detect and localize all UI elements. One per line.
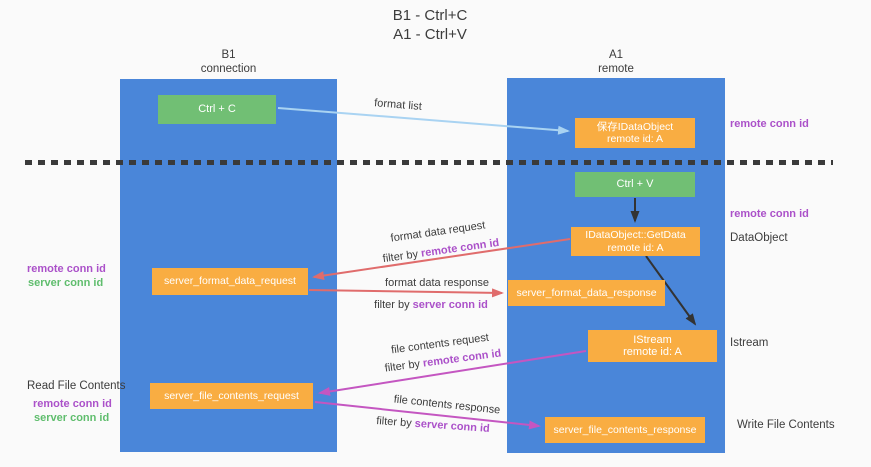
file-contents-response-filter-label: filter by server conn id	[375, 415, 491, 435]
save-idataobject-line2: remote id: A	[606, 133, 664, 145]
server-conn-id-key: server conn id	[414, 417, 491, 435]
istream-line1: IStream	[633, 333, 672, 346]
remote-conn-id-label-bottom-left: remote conn id	[33, 398, 112, 410]
read-file-contents-label: Read File Contents	[27, 380, 126, 392]
format-list-label: format list	[373, 97, 423, 113]
title-line-1: B1 - Ctrl+C	[392, 7, 468, 24]
server-conn-id-label-bottom-left: server conn id	[34, 412, 110, 424]
istream-line2: remote id: A	[623, 346, 682, 358]
format-data-response-label: format data response	[385, 277, 489, 289]
save-idataobject-box: 保存IDataObject remote id: A	[575, 118, 695, 148]
server-format-data-response-label: server_format_data_response	[516, 286, 657, 299]
lane-a1-subtitle: remote	[598, 63, 634, 75]
server-file-contents-request-box: server_file_contents_request	[150, 383, 313, 409]
format-data-response-arrow	[308, 288, 504, 298]
separator-dashed-line	[25, 160, 833, 165]
format-data-response-filter-label: filter by server conn id	[374, 299, 488, 311]
remote-conn-id-label-top-left: remote conn id	[27, 263, 106, 275]
ctrl-c-label: Ctrl + C	[198, 103, 236, 116]
idataobject-getdata-box: IDataObject::GetData remote id: A	[571, 227, 700, 256]
server-format-data-request-box: server_format_data_request	[152, 268, 308, 295]
lane-a1-title: A1	[608, 49, 624, 61]
server-format-data-request-label: server_format_data_request	[164, 275, 296, 288]
dataobject-label: DataObject	[730, 232, 788, 244]
ctrl-c-box: Ctrl + C	[158, 95, 276, 124]
getdata-line2: remote id: A	[607, 241, 664, 254]
remote-conn-id-key: remote conn id	[420, 236, 500, 260]
server-conn-id-label-top-left: server conn id	[28, 277, 104, 289]
server-file-contents-request-label: server_file_contents_request	[164, 389, 299, 402]
istream-box: IStream remote id: A	[588, 330, 717, 362]
remote-conn-id-label-mid-right: remote conn id	[730, 208, 809, 220]
write-file-contents-label: Write File Contents	[737, 419, 835, 431]
title-line-2: A1 - Ctrl+V	[393, 26, 467, 43]
istream-side-label: Istream	[730, 337, 769, 349]
lane-b1-header: B1 connection	[120, 48, 337, 76]
lane-b1-subtitle: connection	[200, 63, 257, 75]
lane-a1-header: A1 remote	[507, 48, 725, 76]
server-file-contents-response-box: server_file_contents_response	[545, 417, 705, 443]
remote-conn-id-label-top-right: remote conn id	[730, 118, 809, 130]
server-format-data-response-box: server_format_data_response	[508, 280, 665, 306]
server-conn-id-key: server conn id	[412, 299, 488, 311]
save-idataobject-line1: 保存IDataObject	[596, 120, 674, 133]
ctrl-v-box: Ctrl + V	[575, 172, 695, 197]
file-contents-response-label: file contents response	[393, 393, 501, 417]
server-file-contents-response-label: server_file_contents_response	[553, 423, 697, 436]
lane-b1-title: B1	[221, 49, 236, 61]
diagram-title: B1 - Ctrl+C A1 - Ctrl+V	[0, 6, 860, 44]
ctrl-v-label: Ctrl + V	[616, 178, 654, 191]
getdata-line1: IDataObject::GetData	[585, 229, 686, 241]
